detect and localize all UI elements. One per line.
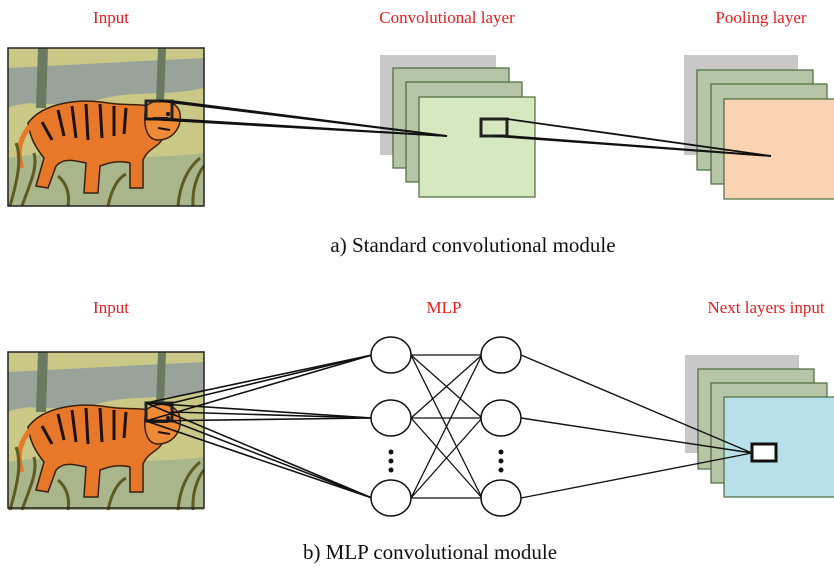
label-next-layers-input: Next layers input xyxy=(707,298,825,317)
mlp-neuron-l1-2 xyxy=(370,399,412,437)
projection-lines-a2 xyxy=(493,118,772,157)
pooling-layer-stack xyxy=(684,55,834,200)
tiger-image-a xyxy=(8,48,204,206)
label-convolutional-layer: Convolutional layer xyxy=(379,8,515,27)
label-input-b: Input xyxy=(93,298,129,317)
caption-b: b) MLP convolutional module xyxy=(302,540,558,564)
projection-lines-a1 xyxy=(145,100,448,137)
mlp-neuron-l2-3 xyxy=(480,479,522,517)
label-pooling-layer: Pooling layer xyxy=(715,8,807,27)
mlp-neuron-l2-1 xyxy=(480,336,522,374)
mlp-ellipsis-dots xyxy=(388,449,504,473)
mlp-to-next-lines xyxy=(520,354,753,499)
label-mlp: MLP xyxy=(426,298,462,317)
mlp-neuron-l1-1 xyxy=(370,336,412,374)
mlp-connections xyxy=(410,354,483,499)
mlp-neuron-l2-2 xyxy=(480,399,522,437)
caption-a: a) Standard convolutional module xyxy=(330,233,616,257)
mlp-neuron-l1-3 xyxy=(370,479,412,517)
label-input-a: Input xyxy=(93,8,129,27)
output-unit-box xyxy=(750,442,778,463)
conv-layer-stack xyxy=(380,55,536,198)
input-to-mlp-lines xyxy=(145,354,373,499)
next-layers-stack xyxy=(685,355,834,498)
tiger-image-b xyxy=(8,352,204,510)
